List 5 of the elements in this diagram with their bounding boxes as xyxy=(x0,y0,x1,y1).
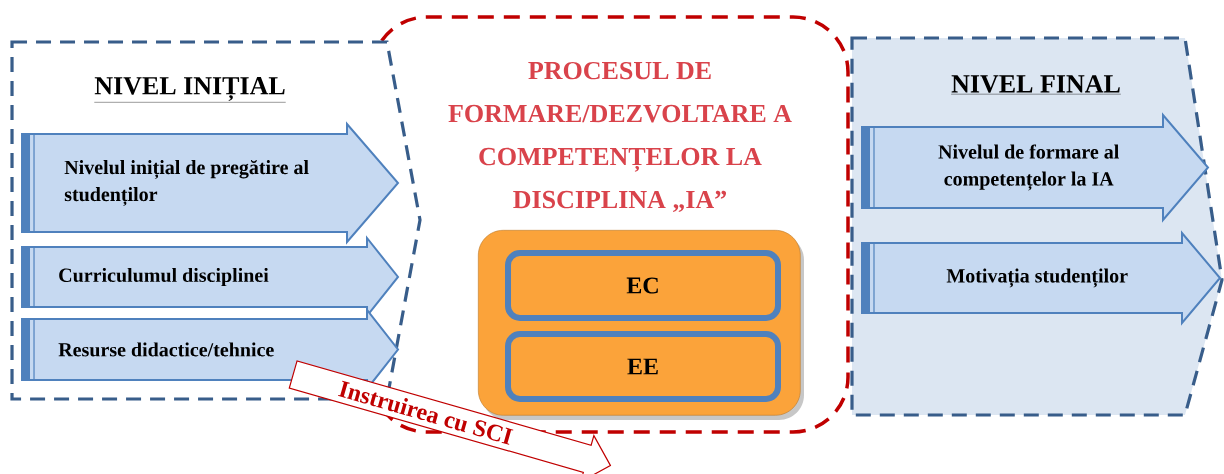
arrow-box: Nivelul de formare al competențelor la IA xyxy=(861,112,1210,223)
inner-box: EE xyxy=(505,331,781,402)
arrow-box: Motivația studenților xyxy=(861,230,1222,326)
arrow-box: Nivelul inițial de pregătire al studenților xyxy=(21,121,400,245)
inner-box: EC xyxy=(505,250,781,321)
